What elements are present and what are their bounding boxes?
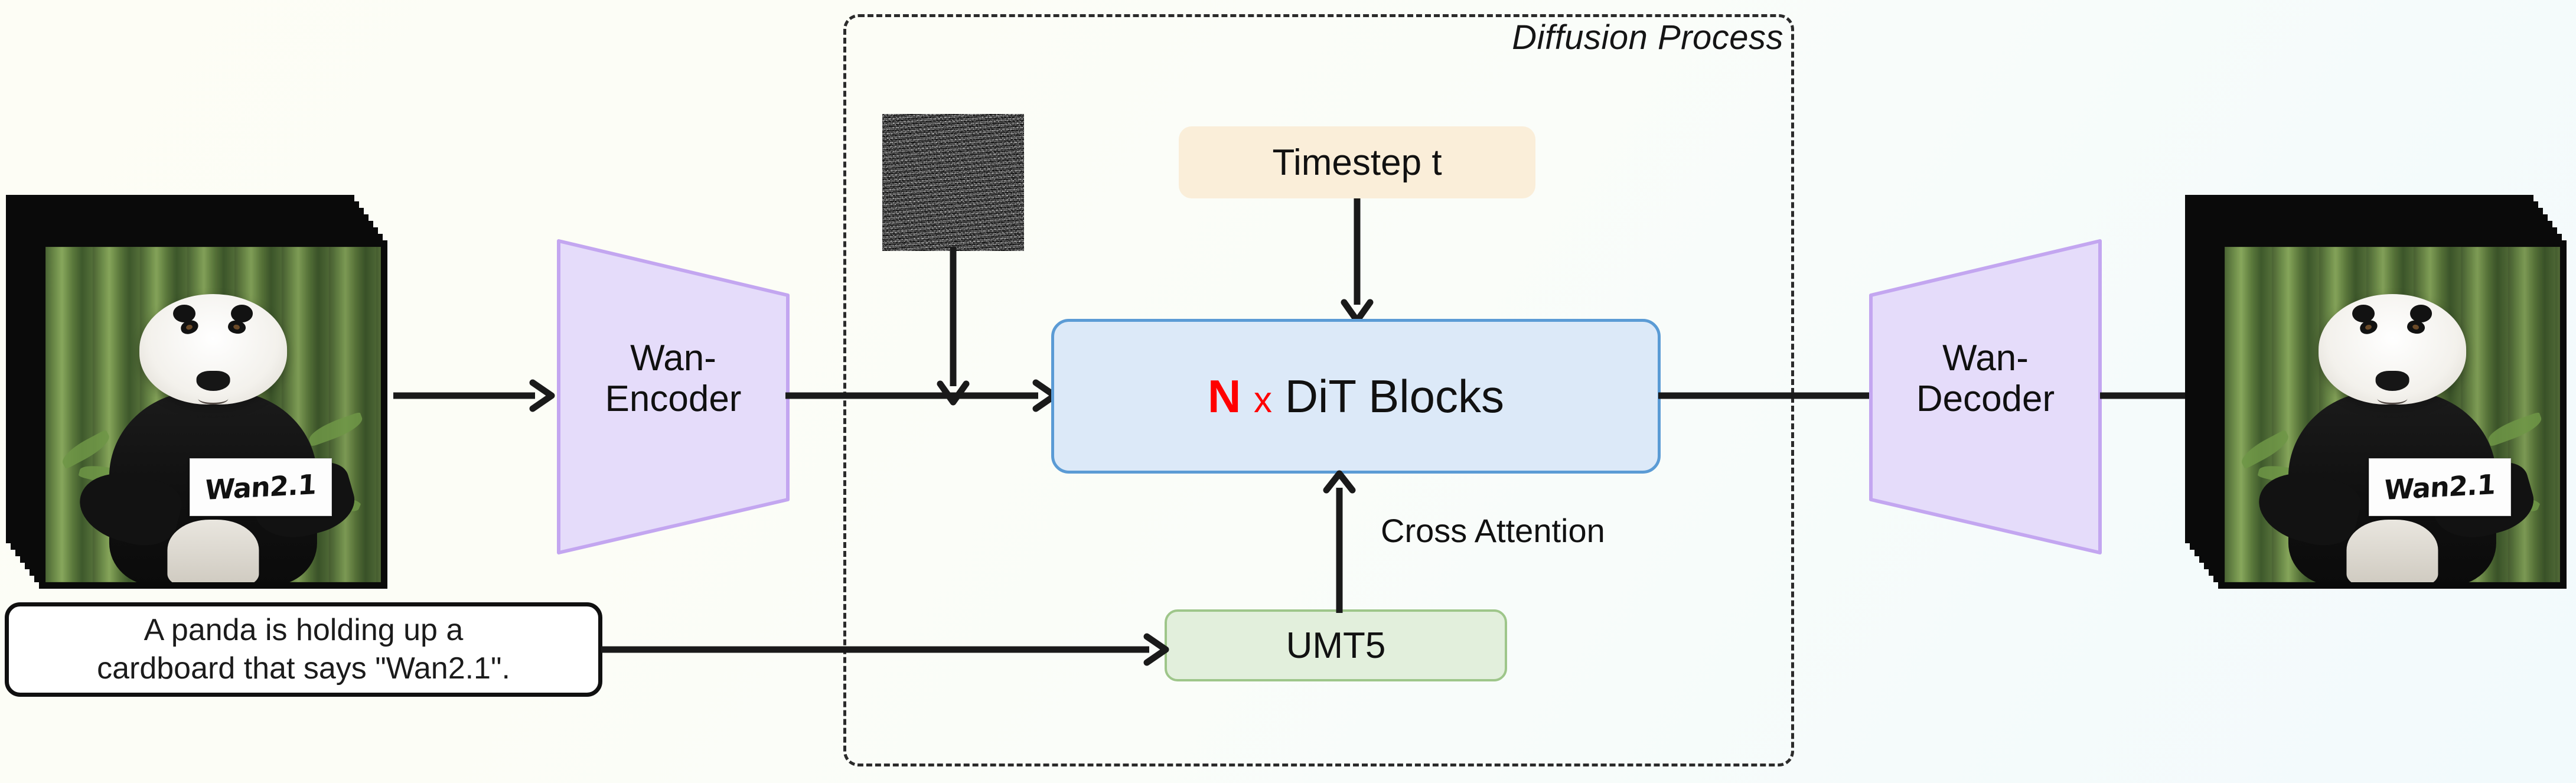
panda-sign: Wan2.1 (2369, 458, 2511, 517)
text-prompt-box[interactable]: A panda is holding up a cardboard that s… (5, 602, 602, 697)
panda-sign-text: Wan2.1 (2383, 468, 2496, 507)
dit-blocks-text: DiT Blocks (1284, 370, 1504, 422)
output-video-frames: Wan2.1 (2185, 195, 2575, 596)
arrow-frames-to-encoder (393, 378, 555, 413)
dit-blocks-label: N x DiT Blocks (1208, 370, 1504, 423)
arrow-timestep-to-dit (1339, 198, 1375, 324)
wan-encoder-node[interactable]: Wan- Encoder (555, 237, 791, 556)
frame-layer-front: Wan2.1 (2218, 240, 2567, 589)
frame-layer-front: Wan2.1 (39, 240, 387, 589)
panda-photo: Wan2.1 (2225, 247, 2560, 582)
prompt-line-1: A panda is holding up a (144, 613, 464, 647)
diffusion-process-container (843, 14, 1794, 766)
diffusion-process-label: Diffusion Process (1512, 18, 1783, 57)
dit-repeat-count: N (1208, 370, 1241, 422)
arrow-prompt-to-umt5 (601, 632, 1169, 667)
umt5-label: UMT5 (1286, 625, 1386, 666)
wan-decoder-node[interactable]: Wan- Decoder (1867, 237, 2104, 556)
arrow-umt5-to-dit (1322, 470, 1357, 614)
timestep-node[interactable]: Timestep t (1179, 126, 1535, 198)
gaussian-noise-latent (882, 114, 1024, 251)
umt5-node[interactable]: UMT5 (1165, 609, 1507, 681)
dit-blocks-node[interactable]: N x DiT Blocks (1051, 319, 1661, 474)
arrow-encoder-to-dit (785, 378, 1058, 413)
timestep-label: Timestep t (1272, 142, 1442, 183)
arrow-noise-to-latent (935, 247, 971, 406)
panda-sign: Wan2.1 (190, 458, 332, 517)
panda-sign-text: Wan2.1 (204, 468, 317, 507)
cross-attention-label: Cross Attention (1381, 512, 1605, 549)
prompt-line-2: cardboard that says "Wan2.1". (97, 651, 510, 686)
dit-multiply-sign: x (1254, 379, 1273, 420)
input-video-frames: Wan2.1 (6, 195, 396, 596)
panda-photo: Wan2.1 (45, 247, 381, 582)
text-prompt-content: A panda is holding up a cardboard that s… (97, 611, 510, 688)
